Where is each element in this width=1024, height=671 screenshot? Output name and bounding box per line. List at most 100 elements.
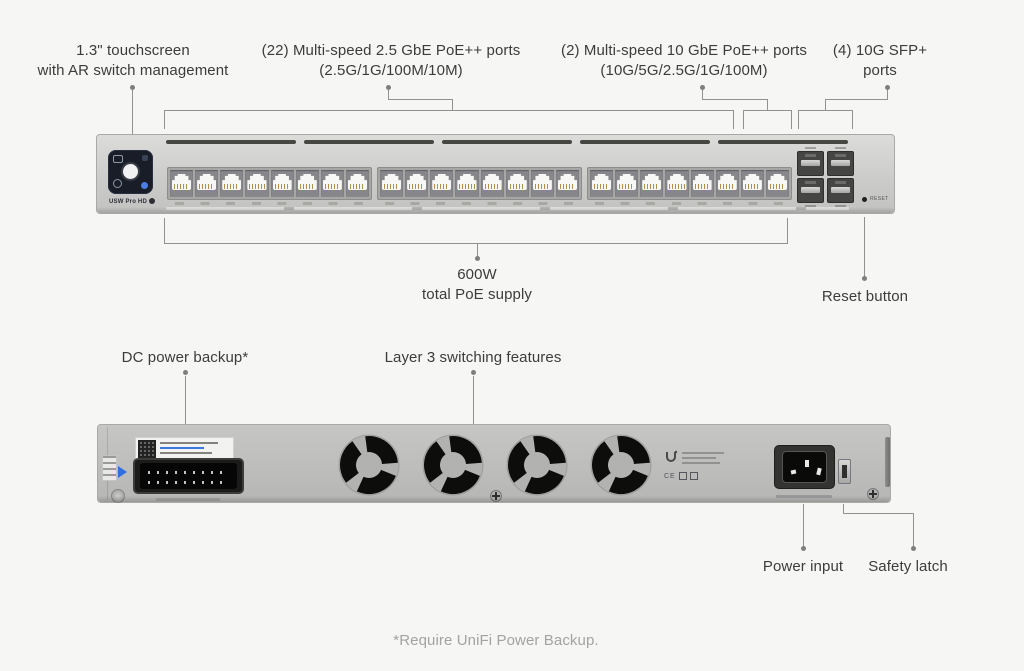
callout-dot: [700, 85, 705, 90]
vent-slot: [718, 140, 848, 144]
regulatory-text-line: [682, 452, 724, 454]
screen-blue-dot: [141, 182, 148, 189]
side-label: [102, 455, 117, 481]
callout-line: [733, 110, 734, 129]
callout-line: [702, 89, 703, 99]
reset-button: [862, 197, 867, 202]
sticker-text-line: [160, 442, 218, 444]
label-10g-line2: (10G/5G/2.5G/1G/100M): [600, 62, 768, 79]
callout-line: [825, 99, 826, 111]
regulatory-mark-icon: [689, 472, 698, 480]
rj45-port: [765, 170, 789, 197]
label-25g-line1: (22) Multi-speed 2.5 GbE PoE++ ports: [261, 42, 521, 59]
label-sfp-line1: (4) 10G SFP+: [832, 42, 928, 59]
switch-back-view: CE: [97, 424, 891, 503]
callout-line: [164, 218, 165, 243]
rj45-port: [345, 170, 369, 197]
callout-line: [702, 99, 768, 100]
rj45-port: [320, 170, 344, 197]
callout-line: [185, 376, 186, 424]
label-25g-ports: (22) Multi-speed 2.5 GbE PoE++ ports (2.…: [241, 41, 541, 81]
rj45-port: [170, 170, 194, 197]
callout-line: [767, 99, 768, 111]
power-rating-label: [776, 495, 832, 498]
screen-center-dot: [123, 164, 138, 179]
rj45-port: [380, 170, 404, 197]
dc-pin-row: [148, 481, 229, 484]
callout-line: [852, 110, 853, 129]
front-groove: [166, 207, 849, 210]
qr-sticker: [135, 437, 234, 462]
screen-widget-icon: [113, 155, 123, 163]
callout-line: [164, 110, 165, 129]
label-10g-line1: (2) Multi-speed 10 GbE PoE++ ports: [560, 42, 808, 59]
callout-line: [798, 110, 799, 129]
dc-power-backup-connector: [133, 458, 244, 494]
rj45-port: [555, 170, 579, 197]
fan: [422, 434, 484, 501]
sfp-block: [797, 147, 854, 207]
sticker-text-line: [160, 452, 212, 454]
ground-screw: [111, 489, 125, 503]
rj45-port: [665, 170, 689, 197]
sfp-port: [797, 178, 824, 203]
blue-arrow-icon: [118, 466, 127, 478]
callout-line: [864, 217, 865, 276]
regulatory-marks: CE: [664, 472, 698, 480]
label-poe-supply: 600W total PoE supply: [377, 265, 577, 305]
rj45-port: [295, 170, 319, 197]
dc-pin-row: [148, 471, 229, 474]
inlet-pin: [816, 467, 822, 476]
rj45-port: [640, 170, 664, 197]
fan: [338, 434, 400, 501]
callout-line: [791, 110, 792, 129]
callout-line: [787, 218, 788, 243]
label-touchscreen: 1.3" touchscreen with AR switch manageme…: [13, 41, 253, 81]
callout-bracket: [164, 243, 788, 244]
port-number-labels: [167, 202, 372, 205]
rj45-port: [455, 170, 479, 197]
rj45-port: [690, 170, 714, 197]
rj45-port: [430, 170, 454, 197]
sfp-column: [797, 147, 824, 207]
ubiquiti-logo-icon: [666, 450, 678, 462]
rj45-port: [405, 170, 429, 197]
callout-line: [132, 89, 133, 134]
power-input-socket: [774, 445, 835, 489]
label-layer3: Layer 3 switching features: [384, 349, 562, 366]
model-label: USW Pro HD: [109, 198, 155, 205]
rj45-port: [615, 170, 639, 197]
fan: [506, 434, 568, 501]
screen-widget-icon: [113, 179, 122, 188]
side-slot: [885, 437, 890, 487]
label-sfp-ports: (4) 10G SFP+ ports: [820, 41, 940, 81]
rj45-port: [715, 170, 739, 197]
label-reset-button: Reset button: [821, 288, 909, 305]
inlet-pin: [790, 469, 797, 475]
label-sfp-line2: ports: [863, 62, 897, 79]
regulatory-block: CE: [664, 450, 744, 486]
fan: [590, 434, 652, 501]
chassis-screw: [867, 488, 879, 500]
callout-bracket: [743, 110, 792, 111]
label-poe-line1: 600W: [457, 266, 497, 283]
rj45-port: [480, 170, 504, 197]
vent-slot: [166, 140, 296, 144]
sfp-port: [827, 151, 854, 176]
callout-line: [825, 99, 888, 100]
callout-line: [388, 99, 453, 100]
touchscreen: [108, 150, 153, 194]
callout-dot: [862, 276, 867, 281]
chassis-screw: [490, 490, 502, 502]
callout-dot: [475, 256, 480, 261]
callout-line: [388, 89, 389, 99]
callout-line: [743, 110, 744, 129]
callout-line: [843, 504, 844, 514]
rj45-port: [270, 170, 294, 197]
label-poe-line2: total PoE supply: [422, 286, 532, 303]
callout-line: [803, 504, 804, 546]
dc-connector-label: [156, 498, 220, 501]
label-10g-ports: (2) Multi-speed 10 GbE PoE++ ports (10G/…: [534, 41, 834, 81]
sfp-column: [827, 147, 854, 207]
